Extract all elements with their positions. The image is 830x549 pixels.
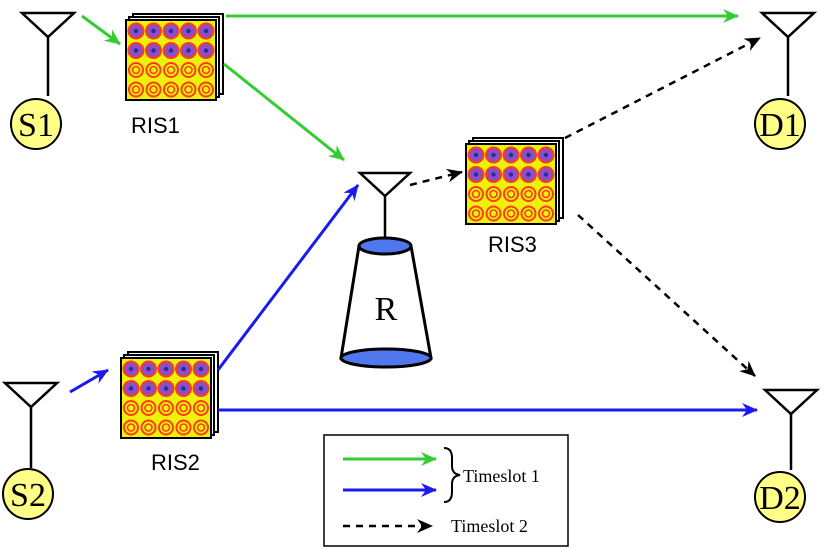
ris3-element — [520, 205, 537, 222]
ris2-element — [193, 419, 209, 436]
ris3-element — [502, 166, 520, 183]
ris2-element — [158, 419, 174, 436]
ris3-element — [485, 205, 502, 222]
link-ris3-d1 — [564, 36, 761, 140]
ris1-element — [128, 62, 144, 78]
ris1-element — [180, 62, 197, 78]
node-d2-label: D2 — [759, 480, 801, 517]
node-d1-label: D1 — [759, 107, 801, 144]
relay-node: R — [339, 236, 433, 369]
ris3-element — [537, 166, 555, 183]
ris2-element — [175, 419, 192, 436]
ris1-element — [163, 81, 179, 98]
ris-elements — [122, 22, 555, 436]
ris3-element — [485, 186, 502, 202]
ris1-element — [145, 22, 162, 40]
node-s2-label: S2 — [10, 477, 46, 514]
ris1-element — [145, 62, 162, 78]
ris3-element — [485, 146, 502, 164]
ris2-element — [175, 360, 192, 378]
relay-antenna — [356, 171, 414, 238]
legend-timeslot2-label: Timeslot 2 — [451, 516, 528, 536]
ris3-element — [520, 166, 537, 183]
ris1-element — [180, 22, 197, 40]
link-s2-ris2 — [69, 368, 109, 394]
ris1-element — [180, 81, 197, 98]
legend-brace — [443, 447, 461, 503]
ris2-element — [123, 400, 139, 416]
ris3-element — [467, 166, 485, 183]
antenna-d2 — [761, 388, 821, 470]
link-relay-ris3 — [409, 168, 463, 187]
ris3-label: RIS3 — [488, 232, 537, 257]
ris2-element — [192, 360, 210, 378]
antenna-s2 — [1, 381, 61, 468]
ris2-element — [140, 419, 157, 436]
ris3-element — [503, 205, 519, 222]
link-s1-ris1 — [81, 14, 121, 46]
link-ris2-relay — [216, 184, 360, 371]
ris3-element — [537, 146, 555, 164]
ris3-element — [538, 205, 554, 222]
link-ris3-d2 — [577, 214, 756, 377]
ris1-element — [127, 42, 145, 59]
ris1-element — [127, 22, 145, 40]
antenna-s1 — [18, 11, 78, 96]
node-s2: S2 — [2, 468, 54, 520]
node-s1-label: S1 — [18, 107, 54, 144]
ris3-element — [538, 186, 554, 202]
legend: Timeslot 1 Timeslot 2 — [323, 434, 569, 547]
relay-label: R — [375, 291, 398, 328]
ris2-label: RIS2 — [151, 450, 200, 475]
ris2-element — [123, 419, 139, 436]
ris2-element — [158, 400, 174, 416]
ris3-element — [485, 166, 502, 183]
ris1-element — [162, 42, 180, 59]
ris2-element — [157, 360, 175, 378]
node-s1: S1 — [10, 98, 62, 150]
ris1-element — [198, 81, 214, 98]
ris3-element — [467, 146, 485, 164]
ris1-element — [162, 22, 180, 40]
ris1-element — [180, 42, 197, 59]
ris2-element — [140, 380, 157, 397]
ris3-element — [502, 146, 520, 164]
ris2-element — [122, 380, 140, 397]
ris1-label: RIS1 — [131, 113, 180, 138]
ris3-element — [468, 186, 484, 202]
ris2-element — [140, 400, 157, 416]
ris1-element — [128, 81, 144, 98]
ris3-element — [520, 186, 537, 202]
ris3-element — [468, 205, 484, 222]
node-d1: D1 — [754, 98, 806, 150]
node-d2: D2 — [754, 471, 806, 523]
ris1-element — [145, 81, 162, 98]
ris1-element — [198, 62, 214, 78]
ris2-element — [122, 360, 140, 378]
antenna-d1 — [758, 11, 818, 96]
ris3-element — [520, 146, 537, 164]
ris2-element — [193, 400, 209, 416]
ris1-element — [197, 22, 215, 40]
ris2-element — [140, 360, 157, 378]
ris2-element — [175, 380, 192, 397]
ris2-element — [157, 380, 175, 397]
link-ris1-relay — [223, 62, 345, 162]
legend-timeslot1-label: Timeslot 1 — [463, 466, 540, 486]
ris2-element — [175, 400, 192, 416]
ris1-element — [145, 42, 162, 59]
ris1-element — [197, 42, 215, 59]
ris3-element — [503, 186, 519, 202]
ris2-element — [192, 380, 210, 397]
ris1-element — [163, 62, 179, 78]
